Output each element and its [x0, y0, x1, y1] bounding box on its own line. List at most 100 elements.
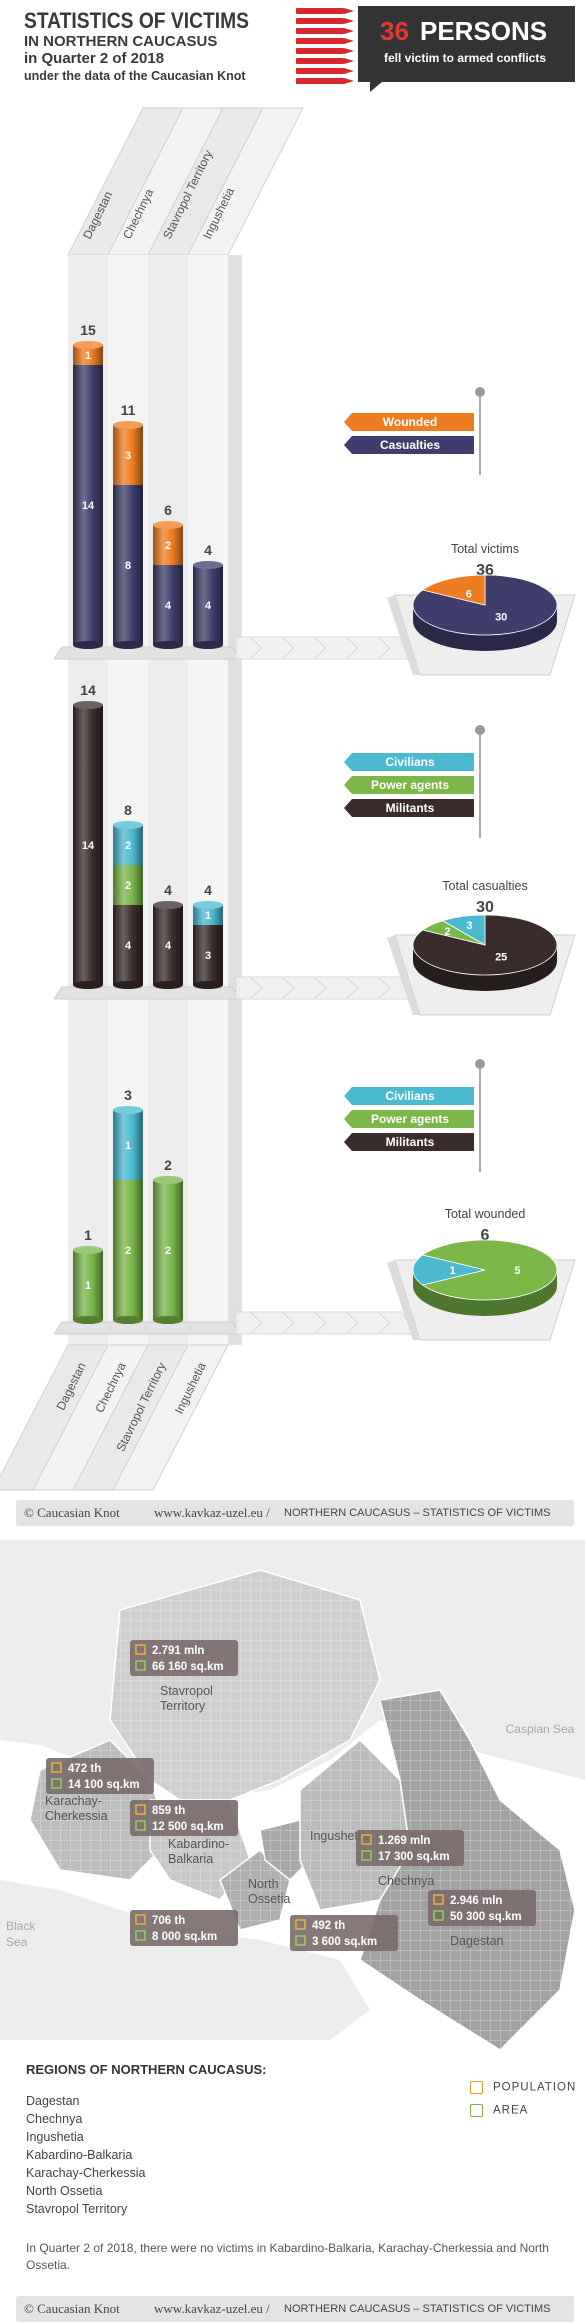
bar-total-label: 4 — [204, 542, 212, 558]
footer-bar-top: © Caucasian Knot www.kavkaz-uzel.eu / NO… — [16, 1500, 574, 1526]
legend-flag — [344, 1087, 474, 1105]
legend-flag — [344, 1133, 474, 1151]
map-region-label: Chechnya — [378, 1874, 434, 1888]
map-info-area: 66 160 sq.km — [152, 1661, 224, 1673]
map-caspian-label: Caspian Sea — [506, 1722, 575, 1736]
bar-total-label: 15 — [80, 322, 96, 338]
bar-value-label: 1 — [125, 1140, 131, 1152]
map-info-box-bg — [130, 1800, 238, 1836]
bar-total-label: 1 — [84, 1227, 92, 1243]
bar-segment — [193, 565, 223, 645]
map-region-chechnya-grid — [300, 1740, 410, 1910]
map-region-label: Territory — [160, 1699, 206, 1713]
population-icon — [361, 1834, 372, 1845]
legend-label: Casualties — [380, 438, 440, 452]
regions-list-item: Karachay-Cherkessia — [26, 2166, 146, 2180]
legend-flag — [344, 753, 474, 771]
column-strip — [188, 255, 228, 1345]
bullet-tip-icon — [344, 8, 354, 14]
bar-total-label: 8 — [124, 802, 132, 818]
bullet-tip-icon — [344, 38, 354, 44]
regions-list-item: Kabardino-Balkaria — [26, 2148, 133, 2162]
legend-label: Civilians — [385, 755, 435, 769]
bar-value-label: 14 — [82, 500, 95, 512]
bar-top-cap — [113, 821, 143, 829]
map-info-area: 3 600 sq.km — [312, 1936, 377, 1948]
bar-segment — [153, 565, 183, 645]
page-period: in Quarter 2 of 2018 — [24, 50, 164, 67]
map-info-area: 12 500 sq.km — [152, 1821, 224, 1833]
footer-site-link[interactable]: www.kavkaz-uzel.eu / — [154, 2301, 270, 2316]
bar-base-cap — [73, 641, 103, 649]
footer-copyright: © Caucasian Knot — [24, 2301, 120, 2316]
bar-top-cap — [193, 901, 223, 909]
pie-slice-label: 25 — [495, 952, 507, 964]
regions-list-item: Chechnya — [26, 2112, 83, 2126]
bar-top-cap — [73, 341, 103, 349]
map-info-box-bg — [356, 1830, 464, 1866]
bar-top-cap — [193, 561, 223, 569]
area-icon — [470, 2104, 483, 2117]
footer-site-link[interactable]: www.kavkaz-uzel.eu / — [154, 1505, 270, 1520]
map-info-box-bg — [130, 1910, 238, 1946]
map-info-area: 17 300 sq.km — [378, 1851, 450, 1863]
legend-label: Power agents — [371, 1112, 449, 1126]
bar-value-label: 3 — [205, 950, 211, 962]
bullet-tip-icon — [344, 68, 354, 74]
map-info-box-bg — [428, 1890, 536, 1926]
bar-segment — [113, 865, 143, 905]
bar-top-cap — [113, 421, 143, 429]
map-info-box: 1.269 mln 17 300 sq.km — [356, 1830, 464, 1866]
floor-pattern — [281, 636, 295, 660]
map-info-population: 472 th — [68, 1763, 101, 1775]
map-info-box-bg — [46, 1758, 154, 1794]
bar-total-label: 14 — [80, 682, 96, 698]
legend-label: Militants — [386, 1135, 435, 1149]
bar-base-cap — [153, 981, 183, 989]
bullet-tip-icon — [344, 28, 354, 34]
bar-segment — [153, 1180, 183, 1320]
map-black-sea-label: Black — [6, 1919, 36, 1933]
area-icon — [295, 1935, 306, 1946]
bar-segment — [113, 825, 143, 865]
bar-segment — [113, 1180, 143, 1320]
map-region-dagestan-grid — [360, 1690, 575, 2050]
map-region-label: Cherkessia — [45, 1809, 108, 1823]
bar-total-label: 11 — [121, 402, 136, 418]
bar-segment — [153, 525, 183, 565]
regions-list-title: REGIONS OF NORTHERN CAUCASUS: — [26, 2062, 267, 2077]
legend-label: Civilians — [385, 1089, 435, 1103]
bar-base-cap — [153, 1316, 183, 1324]
bullet-tip-icon — [344, 18, 354, 24]
map-black-sea-label: Sea — [6, 1935, 28, 1949]
map-info-box: 492 th3 600 sq.km — [290, 1915, 398, 1951]
floor-pattern — [313, 636, 327, 660]
legend-pole-knob — [475, 725, 485, 735]
legend-flag — [344, 776, 474, 794]
pie-slice — [421, 1239, 558, 1301]
pie-total: 30 — [476, 899, 494, 916]
bar-segment — [73, 705, 103, 985]
map-info-population: 1.269 mln — [378, 1835, 430, 1847]
column-strip-side — [228, 255, 242, 1345]
total-box — [358, 6, 575, 92]
bar-value-label: 4 — [165, 600, 172, 612]
bar-segment — [73, 1250, 103, 1320]
map-info-area: 14 100 sq.km — [68, 1779, 140, 1791]
pie-slice-label: 6 — [466, 588, 472, 600]
bar-base-cap — [193, 641, 223, 649]
map-land-south — [0, 1880, 370, 2040]
bar-base-cap — [113, 981, 143, 989]
bar-value-label: 14 — [82, 840, 95, 852]
bar-segment — [73, 345, 103, 365]
legend-flag — [344, 1110, 474, 1128]
bar-base-cap — [113, 641, 143, 649]
bar-base-cap — [73, 1316, 103, 1324]
pie-pedestal-side — [387, 595, 420, 675]
bar-shelf — [53, 1321, 241, 1335]
key-area-label: AREA — [493, 2104, 529, 2117]
pie-slice — [412, 1254, 486, 1286]
pie-title: Total victims — [451, 542, 519, 556]
bar-value-label: 1 — [205, 910, 211, 922]
